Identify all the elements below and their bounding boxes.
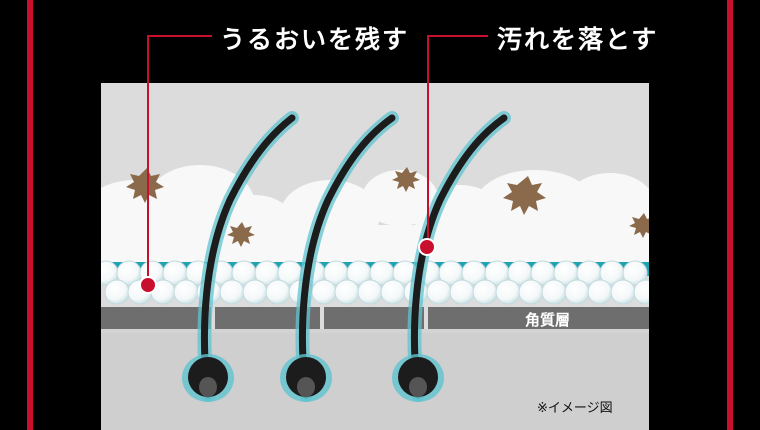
callout-moisture xyxy=(147,35,212,284)
hair-2 xyxy=(280,111,399,402)
dirt-particle-icon xyxy=(126,167,649,247)
moisture-label: うるおいを残す xyxy=(220,25,410,54)
frame-left-line xyxy=(27,0,33,430)
stratum-corneum-label: 角質層 xyxy=(525,311,571,329)
callout-dot-icon xyxy=(418,238,436,256)
stratum-corneum-band xyxy=(101,307,649,329)
callout-dirt xyxy=(427,35,488,246)
hair-1 xyxy=(182,111,299,402)
dirt-removal-label: 汚れを落とす xyxy=(497,25,659,54)
image-note-label: ※イメージ図 xyxy=(537,401,613,416)
callout-dot-icon xyxy=(139,276,157,294)
frame-right-line xyxy=(727,0,733,430)
moisture-bubbles xyxy=(101,260,649,305)
hair-3 xyxy=(392,111,511,402)
